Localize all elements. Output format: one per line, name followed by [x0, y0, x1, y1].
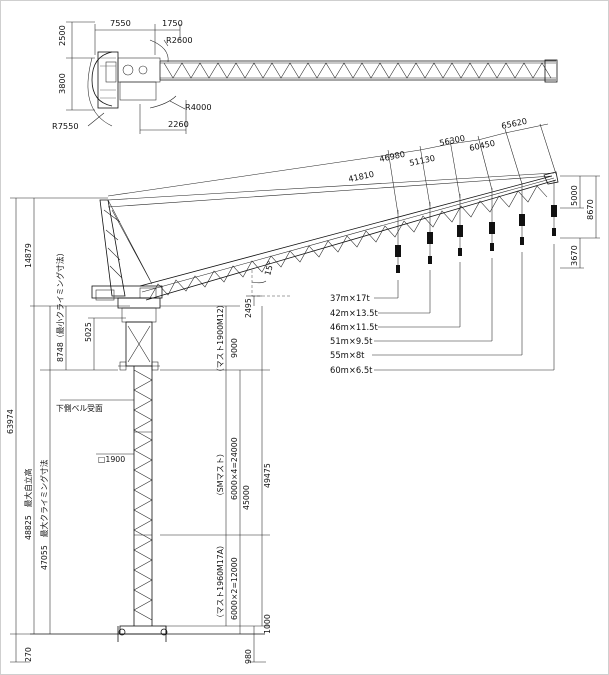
- dim-5025: 5025: [84, 322, 93, 342]
- left-dimensions: 63974 14879 48825 最大自立高 47055 最大クライミング寸法…: [6, 197, 130, 663]
- dim-14879: 14879: [24, 243, 33, 268]
- top-dim-2500: 2500: [57, 25, 67, 46]
- top-dim-7550: 7550: [110, 18, 131, 28]
- dim-980: 980: [244, 649, 253, 664]
- dim-63974: 63974: [6, 409, 15, 434]
- height-3670: 3670: [569, 245, 579, 266]
- mast-m17a-calc: 6000×2=12000: [230, 557, 239, 620]
- load-60m: 60m×6.5t: [330, 365, 373, 375]
- radius-41810: 41810: [347, 169, 375, 184]
- dim-270: 270: [24, 647, 33, 662]
- load-capacity-list: 37m×17t 42m×13.5t 46m×11.5t 51m×9.5t 55m…: [330, 244, 555, 375]
- dim-8748-label: 8748（最小クライミング寸法）: [55, 249, 65, 362]
- mast-m17a-label: （マスト1960M17A）: [216, 541, 225, 622]
- load-55m: 55m×8t: [330, 350, 365, 360]
- right-height-dimensions: 5000 8670 3670: [560, 175, 600, 269]
- crane-tower: [30, 199, 265, 642]
- hook-blocks: [395, 180, 557, 273]
- lower-bell-label: 下側ベル受面: [56, 403, 103, 413]
- load-51m: 51m×9.5t: [330, 336, 373, 346]
- top-dim-3800: 3800: [57, 73, 67, 94]
- top-dim-1750: 1750: [162, 18, 183, 28]
- dim-48825-label: 48825 最大自立高: [23, 468, 33, 540]
- radius-60450: 60450: [468, 138, 496, 153]
- load-46m: 46m×11.5t: [330, 322, 378, 332]
- top-plan-view: 7550 1750 2500 R2600 3800 R4000 R7550 22…: [52, 18, 558, 134]
- mast-m12-label: （マスト1900M12）: [216, 301, 225, 376]
- inner-dimensions: 8748（最小クライミング寸法） 5025 2495 下側ベル受面 □1900 …: [55, 249, 272, 664]
- height-8670: 8670: [585, 199, 595, 220]
- top-dim-r2600: R2600: [166, 35, 193, 45]
- radius-46980: 46980: [378, 149, 406, 164]
- mast-size-label: □1900: [98, 455, 125, 464]
- jib-angle: 15°: [262, 260, 275, 277]
- sm-mast-label: （SMマスト）: [216, 449, 225, 500]
- top-dim-2260: 2260: [168, 119, 189, 129]
- radius-56300: 56300: [438, 133, 466, 148]
- radius-51130: 51130: [408, 153, 436, 168]
- height-5000: 5000: [569, 185, 579, 206]
- top-dim-r7550: R7550: [52, 121, 79, 131]
- dim-47055-label: 47055 最大クライミング寸法: [39, 459, 49, 570]
- sm-mast-calc: 6000×4=24000: [230, 437, 239, 500]
- radius-65620: 65620: [500, 116, 528, 131]
- dim-9000: 9000: [230, 338, 239, 358]
- luffing-jib: 15°: [107, 171, 559, 301]
- dim-1000: 1000: [263, 614, 272, 634]
- dim-49475: 49475: [263, 463, 272, 488]
- top-dim-r4000: R4000: [185, 102, 212, 112]
- load-42m: 42m×13.5t: [330, 308, 378, 318]
- dim-45000: 45000: [242, 485, 251, 510]
- dim-2495: 2495: [244, 298, 253, 318]
- load-37m: 37m×17t: [330, 293, 370, 303]
